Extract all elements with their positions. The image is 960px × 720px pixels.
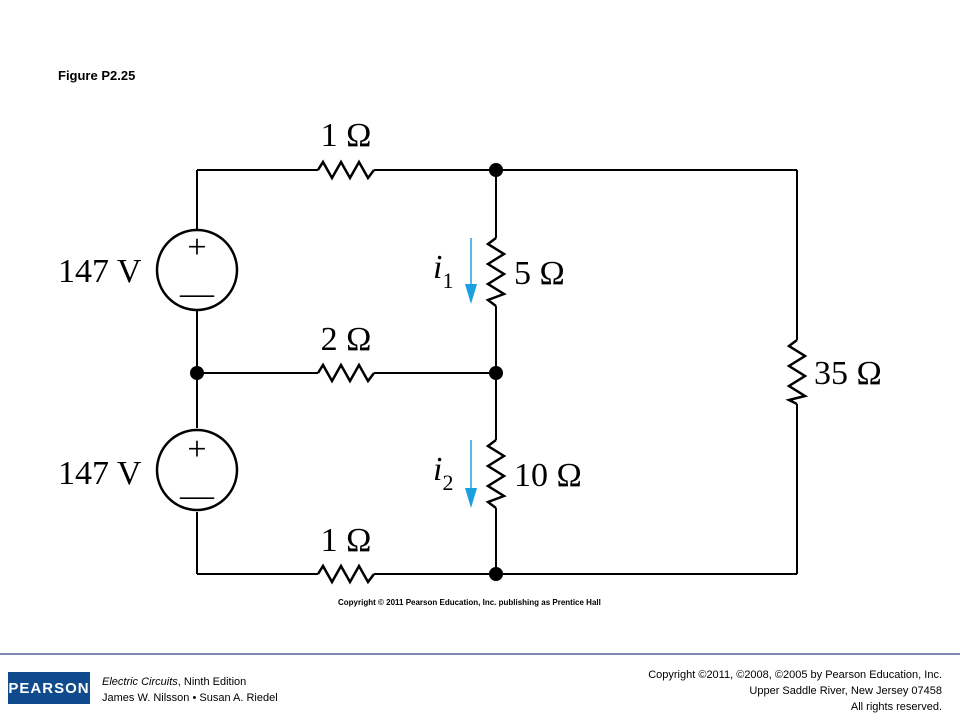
book-title: Electric Circuits xyxy=(102,676,178,688)
book-authors: James W. Nilsson • Susan A. Riedel xyxy=(102,692,278,704)
resistor-top-1ohm xyxy=(316,159,375,181)
junction-dot xyxy=(489,366,503,380)
label-r-bottom: 1 Ω xyxy=(321,522,372,559)
resistor-10ohm xyxy=(485,439,507,509)
current-symbol: i xyxy=(433,451,442,488)
label-i2: i2 xyxy=(433,451,453,495)
resistor-mid-2ohm xyxy=(316,362,375,384)
current-arrow-i1 xyxy=(465,238,477,304)
minus-sign: — xyxy=(179,477,215,514)
resistor-bottom-1ohm xyxy=(316,563,375,585)
rights-line: All rights reserved. xyxy=(850,701,942,713)
voltage-source-bottom: + — xyxy=(155,428,239,514)
copyright-line: Copyright ©2011, ©2008, ©2005 by Pearson… xyxy=(648,669,942,681)
minus-sign: — xyxy=(179,275,215,312)
current-subscript: 1 xyxy=(442,268,453,293)
resistor-35ohm xyxy=(785,339,809,406)
label-v-top: 147 V xyxy=(58,253,142,290)
resistor-5ohm xyxy=(485,237,507,307)
book-info: Electric Circuits, Ninth Edition James W… xyxy=(102,674,278,706)
junction-dot xyxy=(489,163,503,177)
plus-sign: + xyxy=(187,229,206,266)
junction-dot xyxy=(489,567,503,581)
label-v-bottom: 147 V xyxy=(58,455,142,492)
footer-divider xyxy=(0,653,960,655)
book-edition: , Ninth Edition xyxy=(177,676,247,688)
label-i1: i1 xyxy=(433,249,453,293)
label-r-mid: 2 Ω xyxy=(321,321,372,358)
label-r-10: 10 Ω xyxy=(514,457,582,494)
label-r-5: 5 Ω xyxy=(514,255,565,292)
publisher-copyright: Copyright ©2011, ©2008, ©2005 by Pearson… xyxy=(648,667,942,715)
voltage-source-top: + — xyxy=(155,228,239,312)
junctions xyxy=(190,163,503,581)
label-r-top: 1 Ω xyxy=(321,117,372,154)
pearson-logo: PEARSON xyxy=(8,672,90,704)
current-arrow-i2 xyxy=(465,440,477,508)
plus-sign: + xyxy=(187,431,206,468)
label-r-35: 35 Ω xyxy=(814,355,882,392)
address-line: Upper Saddle River, New Jersey 07458 xyxy=(749,685,942,697)
figure-copyright: Copyright © 2011 Pearson Education, Inc.… xyxy=(338,598,601,607)
figure-title: Figure P2.25 xyxy=(58,68,136,83)
circuit-diagram: + — + — 1 Ω 2 Ω 1 Ω 5 Ω 10 Ω 35 Ω 147 V … xyxy=(58,117,882,585)
current-symbol: i xyxy=(433,249,442,286)
current-subscript: 2 xyxy=(442,470,453,495)
junction-dot xyxy=(190,366,204,380)
